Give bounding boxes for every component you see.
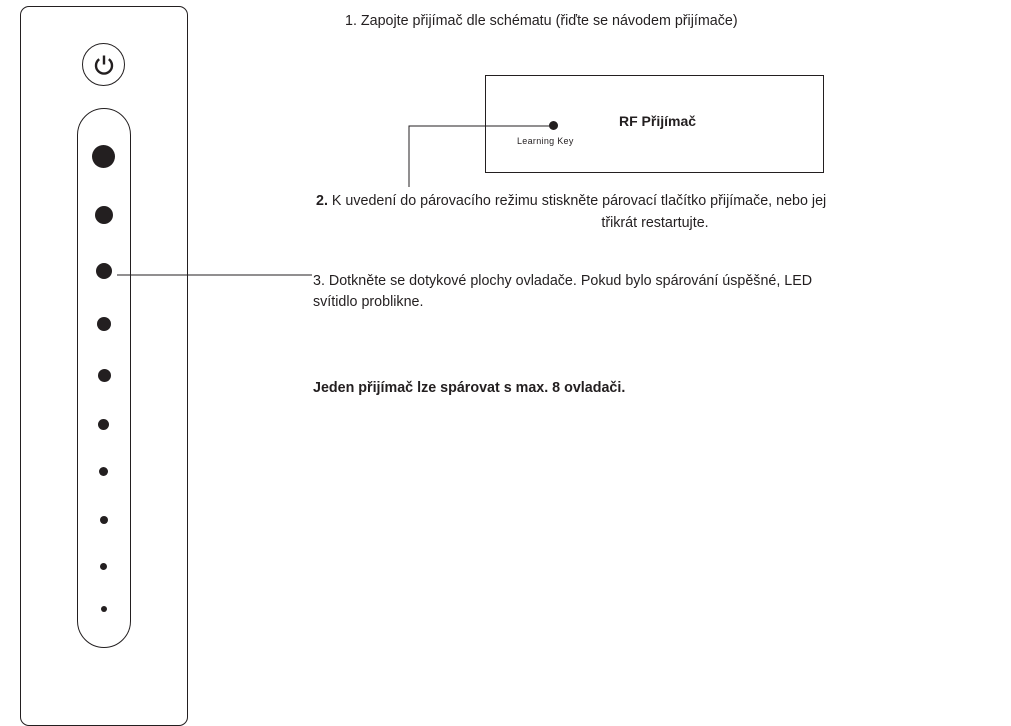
step-3-line2: svítidlo problikne. — [313, 294, 424, 310]
step-1-text: 1. Zapojte přijímač dle schématu (řiďte … — [345, 13, 738, 29]
step-2-line1: K uvedení do párovacího režimu stiskněte… — [327, 193, 827, 209]
touch-dot-5 — [97, 369, 111, 382]
learning-key-label: Learning Key — [517, 136, 574, 146]
touch-dot-9 — [100, 563, 107, 570]
pairing-limit-note: Jeden přijímač lze spárovat s max. 8 ovl… — [313, 380, 626, 396]
touch-dot-2 — [95, 206, 113, 224]
power-icon — [94, 55, 113, 75]
power-button[interactable] — [82, 43, 125, 86]
touch-dot-10 — [100, 606, 107, 612]
learning-key-button — [549, 121, 558, 130]
leader-lines — [117, 125, 549, 276]
touch-dot-1 — [92, 145, 115, 168]
touch-dot-8 — [99, 516, 108, 524]
touch-dot-4 — [97, 317, 111, 331]
touch-dot-3 — [96, 263, 112, 279]
rf-receiver-box — [485, 75, 824, 173]
step-3-line1: 3. Dotkněte se dotykové plochy ovladače.… — [313, 273, 813, 289]
touch-dot-7 — [99, 467, 108, 476]
learning-key-leader — [408, 125, 549, 187]
touch-dot-6 — [98, 419, 109, 430]
step-2-line2: třikrát restartujte. — [601, 215, 709, 231]
touch-strip[interactable] — [77, 108, 131, 648]
receiver-title: RF Přijímač — [619, 113, 697, 129]
step-2-text: 2. K uvedení do párovacího režimu stiskn… — [316, 191, 826, 212]
step-2-number: 2. — [316, 193, 328, 209]
